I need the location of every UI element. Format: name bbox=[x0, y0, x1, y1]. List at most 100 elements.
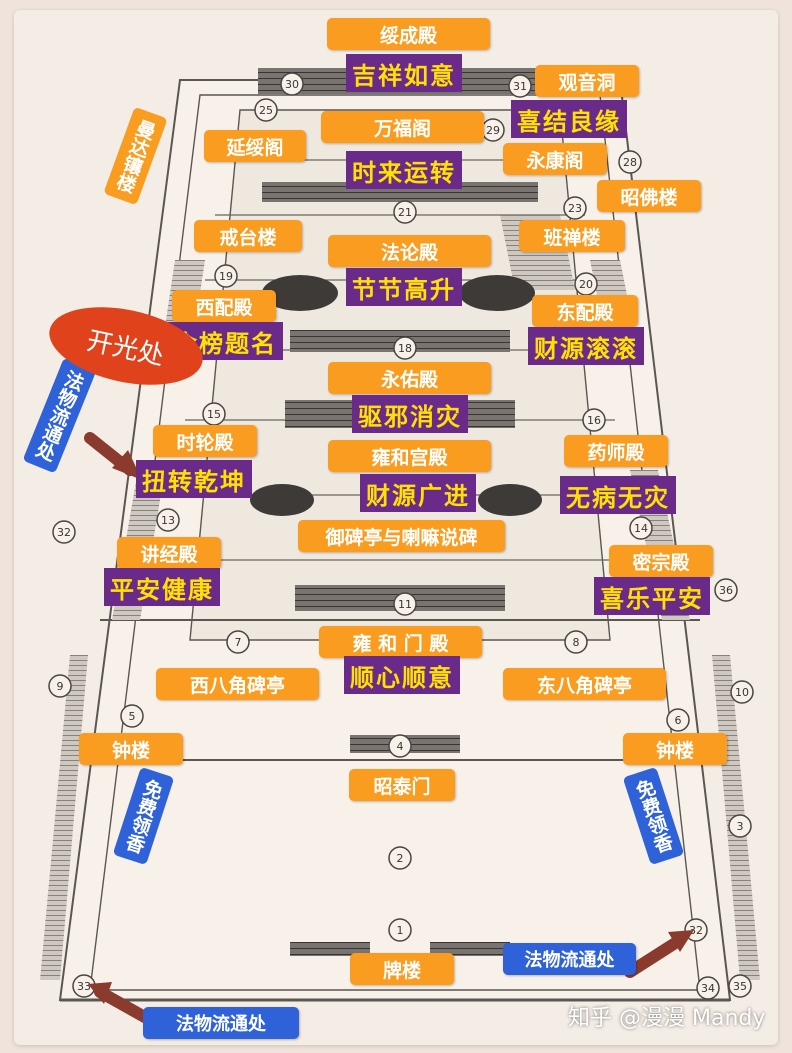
number-marker-circle bbox=[629, 516, 653, 540]
watermark: 知乎 @漫漫 Mandy bbox=[568, 1006, 766, 1031]
number-marker-circle bbox=[618, 150, 642, 174]
hall-label-dongbajiao: 东八角碑亭 bbox=[503, 668, 666, 700]
wish-label-jiejie: 节节高升 bbox=[346, 268, 462, 306]
number-marker-circle bbox=[728, 814, 752, 838]
number-marker-text: 36 bbox=[719, 584, 733, 597]
hall-label-yansui: 延绥阁 bbox=[204, 130, 306, 162]
wish-label-shilai: 时来运转 bbox=[346, 151, 462, 189]
hall-label-jietai: 戒台楼 bbox=[194, 220, 302, 252]
side-label-fawu-left: 法物流通处 bbox=[143, 1007, 299, 1039]
number-marker-text: 29 bbox=[486, 124, 500, 137]
number-marker-text: 21 bbox=[398, 206, 412, 219]
wish-label-shunxin: 顺心顺意 bbox=[344, 656, 460, 694]
hall-label-pailou: 牌楼 bbox=[350, 953, 454, 985]
number-marker-text: 13 bbox=[161, 514, 175, 527]
number-marker-circle bbox=[393, 592, 417, 616]
wish-label-caiyuan-gun: 财源滚滚 bbox=[528, 327, 644, 365]
wish-label-pingan: 平安健康 bbox=[104, 568, 220, 606]
number-marker-text: 31 bbox=[513, 80, 527, 93]
number-marker-text: 8 bbox=[573, 636, 580, 649]
number-marker-circle bbox=[582, 408, 606, 432]
wish-label-jixiang: 吉祥如意 bbox=[346, 54, 462, 92]
hall-label-xibajiao: 西八角碑亭 bbox=[156, 668, 319, 700]
number-marker-circle bbox=[52, 520, 76, 544]
wish-label-niuzhuan: 扭转乾坤 bbox=[136, 460, 252, 498]
number-marker-text: 16 bbox=[587, 414, 601, 427]
hall-label-jiangjing: 讲经殿 bbox=[117, 537, 221, 569]
number-marker-text: 10 bbox=[735, 686, 749, 699]
hall-label-falun: 法论殿 bbox=[328, 235, 491, 267]
number-marker-circle bbox=[254, 98, 278, 122]
number-marker-circle bbox=[226, 630, 250, 654]
arrow-kaiguang bbox=[84, 432, 142, 480]
wish-label-quxie: 驱邪消灾 bbox=[352, 395, 468, 433]
hall-label-yubei: 御碑亭与喇嘛说碑 bbox=[298, 520, 505, 552]
number-marker-text: 23 bbox=[568, 202, 582, 215]
number-marker-circle bbox=[730, 680, 754, 704]
number-marker-text: 18 bbox=[398, 342, 412, 355]
number-marker-text: 9 bbox=[57, 680, 64, 693]
number-marker-text: 5 bbox=[129, 710, 136, 723]
arrow-fawu-right bbox=[624, 930, 694, 978]
hall-label-zhaotai: 昭泰门 bbox=[349, 769, 455, 801]
number-marker-circle bbox=[696, 976, 720, 1000]
number-marker-circle bbox=[214, 264, 238, 288]
number-marker-text: 19 bbox=[219, 270, 233, 283]
hall-label-dongpei: 东配殿 bbox=[532, 295, 638, 327]
number-marker-text: 2 bbox=[397, 852, 404, 865]
number-marker-text: 11 bbox=[398, 598, 412, 611]
hall-label-yongyou: 永佑殿 bbox=[328, 362, 491, 394]
number-marker-circle bbox=[728, 974, 752, 998]
number-marker-text: 3 bbox=[737, 820, 744, 833]
number-marker-text: 14 bbox=[634, 522, 648, 535]
number-marker-text: 32 bbox=[57, 526, 71, 539]
number-marker-circle bbox=[388, 918, 412, 942]
hall-label-shilun: 时轮殿 bbox=[153, 425, 257, 457]
hall-label-mizong: 密宗殿 bbox=[609, 545, 713, 577]
number-marker-text: 4 bbox=[397, 740, 404, 753]
number-marker-circle bbox=[393, 336, 417, 360]
number-marker-circle bbox=[388, 846, 412, 870]
number-marker-text: 1 bbox=[397, 924, 404, 937]
wish-label-xile: 喜乐平安 bbox=[594, 577, 710, 615]
hall-label-banchan: 班禅楼 bbox=[519, 220, 625, 252]
number-marker-text: 34 bbox=[701, 982, 715, 995]
number-marker-circle bbox=[564, 630, 588, 654]
wish-label-xijie: 喜结良缘 bbox=[511, 100, 627, 138]
hall-label-zhaofo: 昭佛楼 bbox=[597, 180, 701, 212]
number-marker-text: 32 bbox=[689, 924, 703, 937]
number-marker-text: 28 bbox=[623, 156, 637, 169]
number-marker-text: 20 bbox=[579, 278, 593, 291]
number-marker-text: 33 bbox=[77, 980, 91, 993]
side-label-fawu-right: 法物流通处 bbox=[503, 943, 636, 975]
hall-label-yaoshi: 药师殿 bbox=[564, 435, 668, 467]
number-marker-text: 7 bbox=[235, 636, 242, 649]
number-marker-circle bbox=[563, 196, 587, 220]
hall-label-guanyin: 观音洞 bbox=[535, 65, 639, 97]
number-marker-circle bbox=[120, 704, 144, 728]
arrow-fawu-left bbox=[88, 982, 156, 1026]
number-marker-circle bbox=[508, 74, 532, 98]
wish-label-caiyuan-guang: 财源广进 bbox=[360, 474, 476, 512]
hall-label-xipei: 西配殿 bbox=[172, 290, 276, 322]
number-marker-circle bbox=[280, 72, 304, 96]
number-marker-text: 6 bbox=[675, 714, 682, 727]
hall-label-zhonglou-east: 钟楼 bbox=[623, 733, 727, 765]
number-marker-circle bbox=[393, 200, 417, 224]
number-marker-circle bbox=[388, 734, 412, 758]
number-marker-text: 25 bbox=[259, 104, 273, 117]
hall-label-suicheng: 绥成殿 bbox=[327, 18, 490, 50]
hall-label-yonghemen: 雍 和 门 殿 bbox=[319, 626, 482, 658]
number-marker-circle bbox=[48, 674, 72, 698]
number-marker-text: 35 bbox=[733, 980, 747, 993]
number-marker-text: 15 bbox=[207, 408, 221, 421]
number-marker-text: 30 bbox=[285, 78, 299, 91]
wish-label-wubing: 无病无灾 bbox=[560, 476, 676, 514]
number-marker-circle bbox=[666, 708, 690, 732]
number-marker-circle bbox=[714, 578, 738, 602]
hall-label-wanfu: 万福阁 bbox=[321, 111, 484, 143]
hall-label-zhonglou-west: 钟楼 bbox=[79, 733, 183, 765]
hall-label-yonghegong: 雍和宫殿 bbox=[328, 440, 491, 472]
number-marker-circle bbox=[156, 508, 180, 532]
